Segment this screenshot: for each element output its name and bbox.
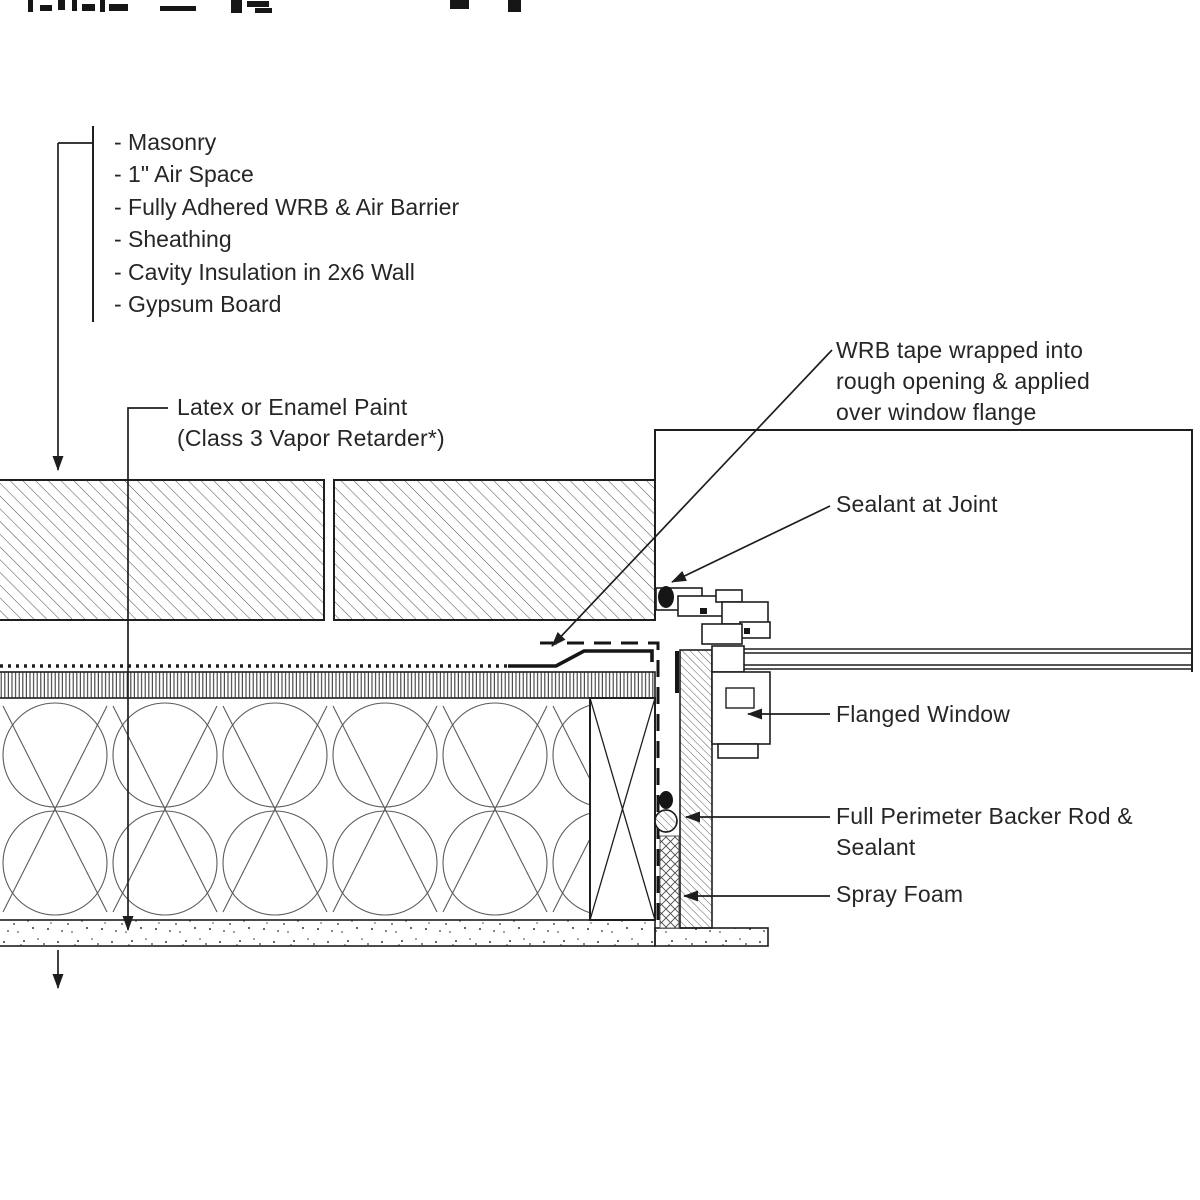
- leader-lines: [52, 126, 833, 989]
- callout-flanged-window: Flanged Window: [836, 699, 1010, 730]
- callout-backer-rod: Full Perimeter Backer Rod & Sealant: [836, 801, 1133, 863]
- callout-paint-line2: (Class 3 Vapor Retarder*): [177, 425, 445, 451]
- wrb-tape-dashed: [540, 641, 660, 928]
- sealant-at-joint-blob: [658, 586, 674, 608]
- callout-spray-foam: Spray Foam: [836, 879, 963, 910]
- callout-wrb-tape-line1: WRB tape wrapped into: [836, 337, 1084, 363]
- wall-assembly-legend: - Masonry - 1" Air Space - Fully Adhered…: [114, 126, 459, 320]
- legend-item-masonry: - Masonry: [114, 129, 217, 155]
- backer-rod-and-sealant: [654, 791, 678, 833]
- callout-wrb-tape: WRB tape wrapped into rough opening & ap…: [836, 335, 1090, 428]
- callout-backer-rod-line2: Sealant: [836, 834, 916, 860]
- legend-item-air-space: - 1" Air Space: [114, 161, 254, 188]
- legend-item-wrb-air-barrier: - Fully Adhered WRB & Air Barrier: [114, 193, 460, 220]
- gypsum-return: [654, 927, 769, 947]
- legend-item-gypsum-board: - Gypsum Board: [114, 291, 282, 318]
- wrb-tape-solid: [508, 649, 654, 668]
- flanged-window-frame: [655, 587, 771, 929]
- cavity-insulation: [0, 698, 590, 920]
- callout-sealant-at-joint-label: Sealant at Joint: [836, 491, 998, 517]
- sheathing-layer: [0, 671, 656, 699]
- sealant-blob: [659, 791, 673, 809]
- legend-item-sheathing: - Sheathing: [114, 226, 232, 253]
- masonry-veneer: [0, 479, 656, 621]
- gypsum-board: [0, 919, 769, 947]
- cropped-text-artifacts: [28, 0, 521, 13]
- gasket: [744, 628, 750, 634]
- rough-opening-lines: [654, 429, 1193, 672]
- callout-paint-line1: Latex or Enamel Paint: [177, 394, 408, 420]
- callout-paint: Latex or Enamel Paint (Class 3 Vapor Ret…: [177, 392, 445, 454]
- callout-wrb-tape-line3: over window flange: [836, 399, 1037, 425]
- window-flange: [675, 651, 679, 693]
- sealant-leader: [671, 505, 831, 583]
- callout-backer-rod-line1: Full Perimeter Backer Rod &: [836, 803, 1133, 829]
- callout-sealant-at-joint: Sealant at Joint: [836, 489, 998, 520]
- callout-flanged-window-label: Flanged Window: [836, 701, 1011, 727]
- callout-wrb-tape-line2: rough opening & applied: [836, 368, 1090, 394]
- wrb-tape-leader: [551, 349, 833, 647]
- gasket: [700, 608, 707, 614]
- wood-stud: [589, 697, 656, 921]
- backer-rod: [654, 809, 678, 833]
- legend-item-cavity-insulation: - Cavity Insulation in 2x6 Wall: [114, 258, 415, 285]
- spray-foam: [659, 835, 680, 929]
- paint-leader: [122, 407, 168, 931]
- window-jamb-wood: [679, 649, 713, 929]
- wrb-air-barrier: [0, 649, 654, 668]
- glazing-unit: [714, 648, 1192, 670]
- callout-spray-foam-label: Spray Foam: [836, 881, 964, 907]
